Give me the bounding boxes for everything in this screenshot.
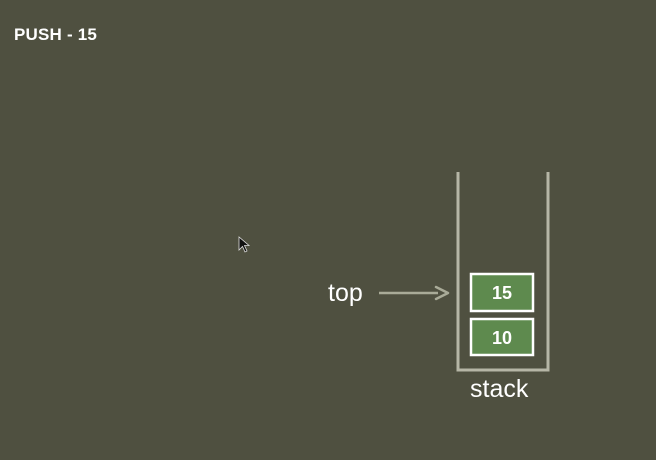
stack-cell-bottom: 10 xyxy=(469,317,535,357)
top-pointer-arrow xyxy=(379,285,450,301)
stack-cell-value: 10 xyxy=(492,328,512,348)
top-pointer-label: top xyxy=(328,279,363,307)
stack-cell-value: 15 xyxy=(492,283,512,303)
mouse-cursor-icon xyxy=(238,236,251,253)
stack-cell-top: 15 xyxy=(469,272,535,313)
operation-title: PUSH - 15 xyxy=(14,25,98,44)
stack-container xyxy=(456,172,550,372)
stack-label: stack xyxy=(470,375,529,403)
